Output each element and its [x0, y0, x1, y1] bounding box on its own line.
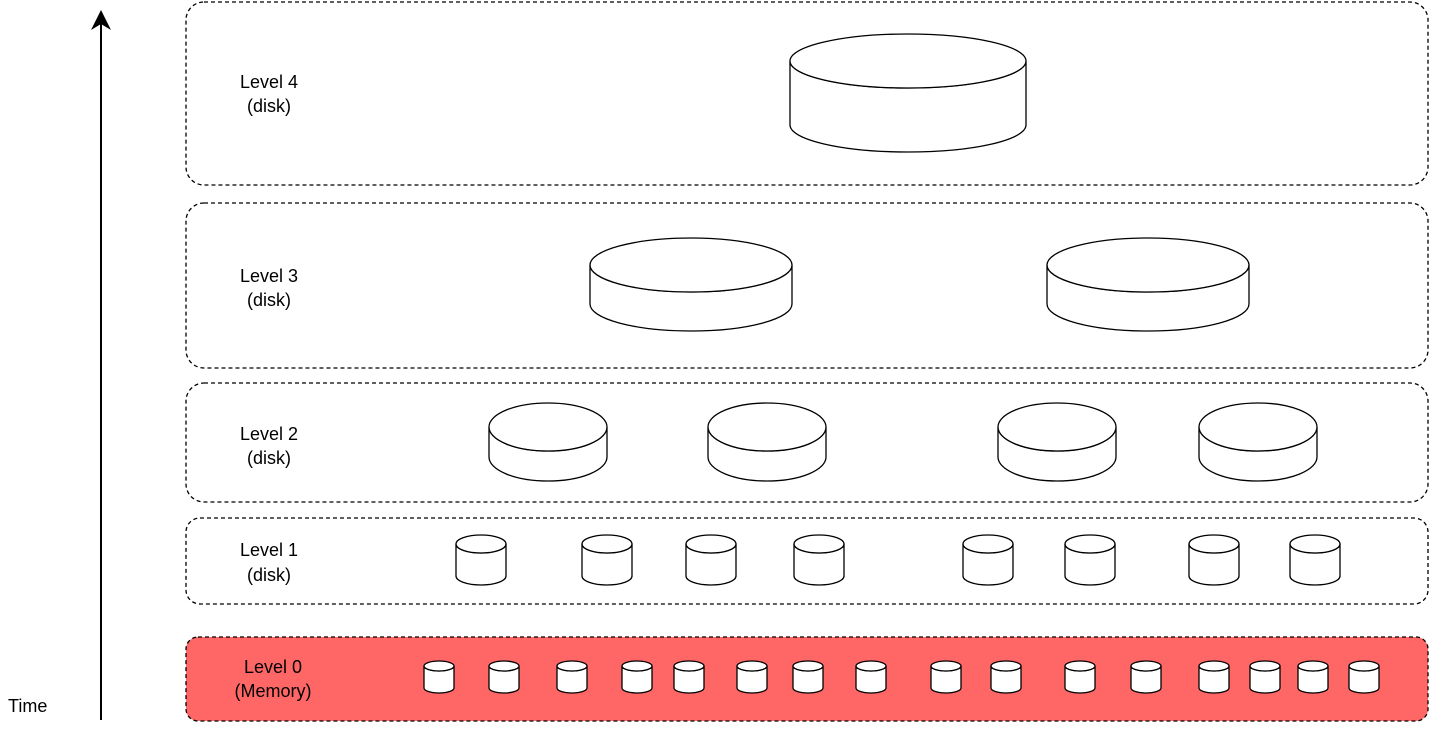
level-0-cylinder — [792, 660, 824, 694]
cylinder-top — [707, 402, 827, 452]
level-2-cylinders — [488, 402, 1318, 482]
cylinder-top — [423, 660, 455, 672]
level-0-cylinder — [930, 660, 962, 694]
level-0-cylinder — [736, 660, 768, 694]
level-2-cylinder — [1198, 402, 1318, 482]
cylinder-top — [990, 660, 1022, 672]
level-1-cylinder — [1188, 534, 1240, 586]
cylinder-top — [962, 534, 1014, 554]
level-0-medium: (Memory) — [235, 681, 312, 701]
level-0-cylinder — [621, 660, 653, 694]
level-2-name: Level 2 — [240, 424, 298, 444]
level-1-cylinders — [455, 534, 1341, 586]
cylinder-top — [455, 534, 507, 554]
cylinder-top — [1249, 660, 1281, 672]
level-1-cylinder — [685, 534, 737, 586]
level-1-medium: (disk) — [247, 565, 291, 585]
cylinder-top — [673, 660, 705, 672]
level-1-cylinder — [962, 534, 1014, 586]
level-0-cylinder — [1297, 660, 1329, 694]
level-0-cylinder — [673, 660, 705, 694]
cylinder-top — [1188, 534, 1240, 554]
level-0-cylinder — [1249, 660, 1281, 694]
cylinder-top — [793, 534, 845, 554]
cylinder-top — [589, 237, 793, 293]
cylinder-top — [1289, 534, 1341, 554]
level-3-name: Level 3 — [240, 266, 298, 286]
level-1-panel: Level 1 (disk) — [185, 517, 1429, 605]
level-2-panel: Level 2 (disk) — [185, 382, 1429, 503]
cylinder-top — [488, 402, 608, 452]
cylinder-top — [1297, 660, 1329, 672]
level-4-cylinders — [789, 33, 1027, 153]
level-0-cylinder — [488, 660, 520, 694]
cylinder-top — [1046, 237, 1250, 293]
cylinder-top — [685, 534, 737, 554]
level-0-cylinder — [556, 660, 588, 694]
cylinder-top — [556, 660, 588, 672]
level-1-cylinder — [581, 534, 633, 586]
cylinder-top — [621, 660, 653, 672]
level-3-cylinder — [1046, 237, 1250, 332]
level-0-cylinder — [1198, 660, 1230, 694]
level-4-cylinder — [789, 33, 1027, 153]
cylinder-top — [1064, 660, 1096, 672]
cylinder-top — [1198, 660, 1230, 672]
level-4-panel: Level 4 (disk) — [185, 1, 1429, 186]
time-label: Time — [8, 696, 47, 716]
cylinder-top — [997, 402, 1117, 452]
level-0-cylinder — [990, 660, 1022, 694]
cylinder-top — [855, 660, 887, 672]
level-0-cylinder — [1130, 660, 1162, 694]
level-1-cylinder — [1289, 534, 1341, 586]
level-1-cylinder — [1064, 534, 1116, 586]
level-0-cylinder — [1064, 660, 1096, 694]
cylinder-top — [736, 660, 768, 672]
level-0-name: Level 0 — [244, 657, 302, 677]
cylinder-top — [789, 33, 1027, 89]
level-0-panel: Level 0 (Memory) — [185, 636, 1429, 722]
level-2-cylinder — [997, 402, 1117, 482]
level-3-panel: Level 3 (disk) — [185, 202, 1429, 369]
cylinder-top — [1064, 534, 1116, 554]
level-3-medium: (disk) — [247, 290, 291, 310]
level-3-cylinder — [589, 237, 793, 332]
level-0-cylinder — [855, 660, 887, 694]
level-1-cylinder — [793, 534, 845, 586]
level-4-medium: (disk) — [247, 96, 291, 116]
level-3-cylinders — [589, 237, 1250, 332]
level-1-cylinder — [455, 534, 507, 586]
cylinder-top — [930, 660, 962, 672]
cylinder-top — [488, 660, 520, 672]
level-1-name: Level 1 — [240, 540, 298, 560]
cylinder-top — [792, 660, 824, 672]
level-4-name: Level 4 — [240, 72, 298, 92]
level-2-cylinder — [488, 402, 608, 482]
cylinder-top — [1348, 660, 1380, 672]
level-2-cylinder — [707, 402, 827, 482]
level-2-medium: (disk) — [247, 448, 291, 468]
cylinder-top — [1130, 660, 1162, 672]
level-0-cylinder — [1348, 660, 1380, 694]
level-0-cylinders — [423, 660, 1380, 694]
cylinder-top — [1198, 402, 1318, 452]
cylinder-top — [581, 534, 633, 554]
level-0-cylinder — [423, 660, 455, 694]
